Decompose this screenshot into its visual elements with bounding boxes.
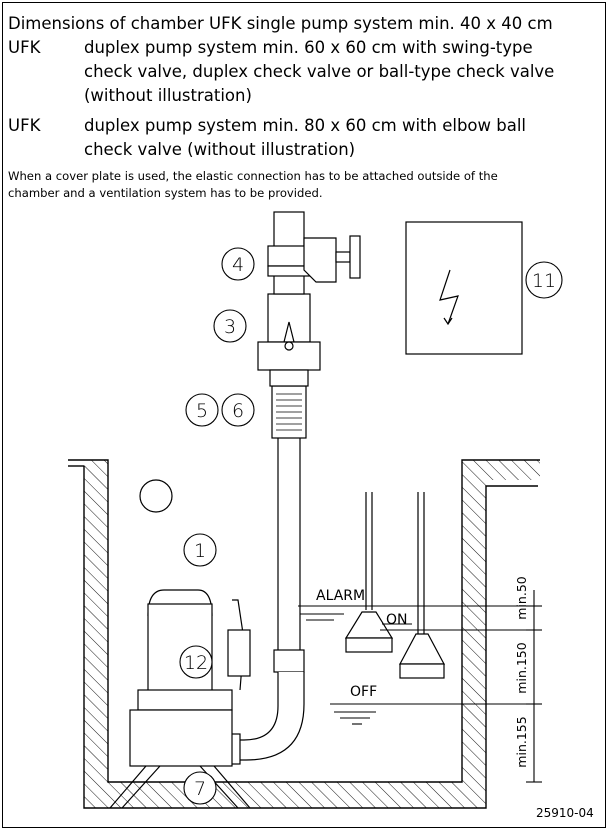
gate-valve xyxy=(267,211,361,295)
dimension-min-150: min.150 xyxy=(514,642,529,693)
off-level-label: OFF xyxy=(350,684,377,700)
check-valve xyxy=(257,293,321,387)
cover-plate-note-line-1: When a cover plate is used, the elastic … xyxy=(8,169,498,183)
drawing-number: 25910-04 xyxy=(536,806,594,820)
callout-circle-11 xyxy=(525,261,563,299)
ufk-label-duplex-80: UFK xyxy=(8,116,41,135)
callout-11: 11 xyxy=(532,270,556,292)
duplex-60-line-1: duplex pump system min. 60 x 60 cm with … xyxy=(84,38,533,57)
callout-circle-12 xyxy=(179,645,213,679)
ventilation-opening xyxy=(139,479,173,513)
ufk-label-duplex-60: UFK xyxy=(8,38,41,57)
float-switches xyxy=(344,492,445,679)
water-levels xyxy=(298,605,536,725)
duplex-60-line-3: (without illustration) xyxy=(84,86,252,105)
callout-6: 6 xyxy=(232,400,244,422)
callout-circle-7 xyxy=(183,771,217,805)
callout-1: 1 xyxy=(194,540,206,562)
lightning-icon xyxy=(439,269,459,326)
duplex-80-line-1: duplex pump system min. 80 x 60 cm with … xyxy=(84,116,527,135)
dimension-min-155: min.155 xyxy=(514,716,529,767)
submersible-pump xyxy=(109,589,251,809)
alarm-level-label: ALARM xyxy=(316,588,365,604)
callout-4: 4 xyxy=(232,254,244,276)
callout-circle-4 xyxy=(221,247,255,281)
electrical-box xyxy=(405,221,523,355)
callout-12: 12 xyxy=(184,652,208,674)
duplex-60-line-2: check valve, duplex check valve or ball-… xyxy=(84,62,555,81)
callout-7: 7 xyxy=(194,778,206,800)
callout-circle-6 xyxy=(221,393,255,427)
on-level-label: ON xyxy=(386,612,408,628)
duplex-80-line-2: check valve (without illustration) xyxy=(84,140,356,159)
dimension-min-50: min.50 xyxy=(514,576,529,619)
chamber-walls xyxy=(68,459,540,809)
pressure-pipe xyxy=(229,299,307,765)
callout-5: 5 xyxy=(196,400,208,422)
dimension-line xyxy=(526,590,542,783)
chamber-dimension-line: Dimensions of chamber UFK single pump sy… xyxy=(8,14,553,33)
callout-circle-1 xyxy=(183,533,217,567)
callout-circle-5 xyxy=(185,393,219,427)
callout-circle-3 xyxy=(213,309,247,343)
cover-plate-note-line-2: chamber and a ventilation system has to … xyxy=(8,186,323,200)
callout-3: 3 xyxy=(224,316,236,338)
